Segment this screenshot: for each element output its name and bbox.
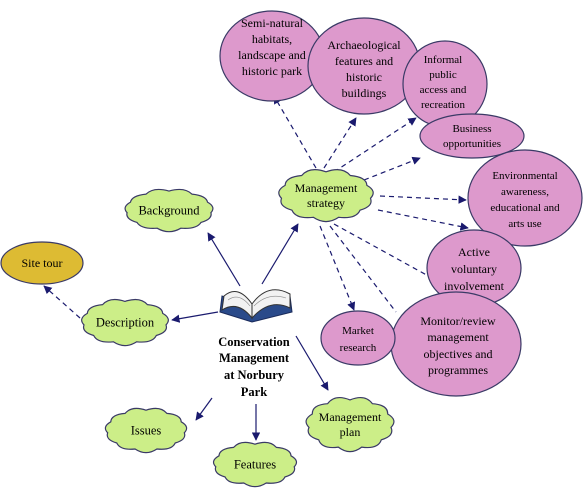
link-to-market-research [319,225,356,311]
node-management-strategy-shape [278,169,374,223]
node-business[interactable]: Business opportunities [419,113,525,159]
node-environmental-line-3: arts use [508,218,541,230]
link-to-monitor-review [329,225,397,313]
node-informal-access-line-0: Informal [424,54,462,66]
center-title-line-1: Management [219,351,290,365]
node-informal-access-line-3: recreation [421,99,465,111]
node-semi-natural-line-1: habitats, [252,32,292,46]
link-to-active-voluntary-lower [333,223,433,279]
connectors [43,95,469,441]
node-active-voluntary-line-2: involvement [444,279,505,293]
node-site-tour-label: Site tour [22,256,63,270]
node-informal-access-line-1: public [429,69,457,81]
link-to-informal-access [333,117,417,173]
node-features-shape [212,441,298,488]
node-issues-shape [104,407,188,454]
node-monitor-review-line-0: Monitor/review [420,314,496,328]
center-title: Conservation Management at Norbury Park [218,335,290,399]
link-to-background [207,232,241,287]
node-market-research[interactable]: Market research [320,310,396,366]
link-to-business [363,156,421,181]
book-icon [219,289,293,323]
node-features[interactable]: Features [212,441,298,488]
node-active-voluntary-line-0: Active [458,245,490,259]
node-features-line-0: Features [234,458,276,472]
node-monitor-review-line-3: programmes [428,363,488,377]
node-business-line-1: opportunities [443,138,501,150]
node-management-plan-line-1: plan [340,425,361,439]
node-monitor-review-line-2: objectives and [424,347,493,361]
link-to-issues [195,397,213,421]
link-to-semi-natural [273,95,317,169]
node-environmental-line-2: educational and [490,202,560,214]
link-to-environmental [379,195,467,204]
node-description-line-0: Description [96,316,155,330]
center-title-line-3: Park [241,385,267,399]
node-management-plan-line-0: Management [319,410,382,424]
node-monitor-review-line-1: management [427,330,489,344]
link-to-description [171,311,219,323]
node-issues-line-0: Issues [131,424,162,438]
node-semi-natural-line-3: historic park [242,64,302,78]
node-archaeological-line-0: Archaeological [327,38,401,52]
cloud-nodes: ManagementstrategyBackgroundDescriptionI… [81,169,395,488]
link-to-archaeological [323,117,357,169]
node-management-strategy-line-0: Management [295,181,358,195]
node-informal-access-line-2: access and [420,84,467,96]
node-description-shape [81,298,169,347]
node-environmental-line-0: Environmental [492,170,557,182]
center-title-line-0: Conservation [218,335,290,349]
link-to-active-voluntary [377,209,469,231]
link-to-management-strategy [261,223,299,285]
node-management-strategy-line-1: strategy [307,196,345,210]
node-business-line-0: Business [452,123,491,135]
link-to-site-tour [43,285,81,319]
node-environmental-line-1: awareness, [501,186,549,198]
node-active-voluntary-line-1: voluntary [451,262,497,276]
node-market-research-line-0: Market [342,325,374,337]
node-monitor-review[interactable]: Monitor/review management objectives and… [390,291,522,397]
node-archaeological-line-2: historic [346,70,382,84]
center-title-line-2: at Norbury [224,368,285,382]
node-semi-natural[interactable]: Semi-natural habitats, landscape and his… [219,10,325,102]
node-background-shape [124,188,214,233]
node-management-plan-shape [305,396,395,453]
node-description[interactable]: Description [81,298,169,347]
node-environmental[interactable]: Environmental awareness, educational and… [467,149,583,247]
node-archaeological[interactable]: Archaeological features and historic bui… [307,17,421,115]
node-site-tour[interactable]: Site tour [0,241,84,285]
node-issues[interactable]: Issues [104,407,188,454]
node-archaeological-line-3: buildings [342,86,387,100]
node-background[interactable]: Background [124,188,214,233]
link-to-management-plan [295,335,329,391]
node-market-research-line-1: research [340,342,377,354]
node-informal-access[interactable]: Informal public access and recreation [402,40,488,128]
node-semi-natural-line-2: landscape and [238,48,306,62]
node-semi-natural-line-0: Semi-natural [241,16,304,30]
node-archaeological-line-1: features and [335,54,393,68]
node-background-line-0: Background [138,204,200,218]
